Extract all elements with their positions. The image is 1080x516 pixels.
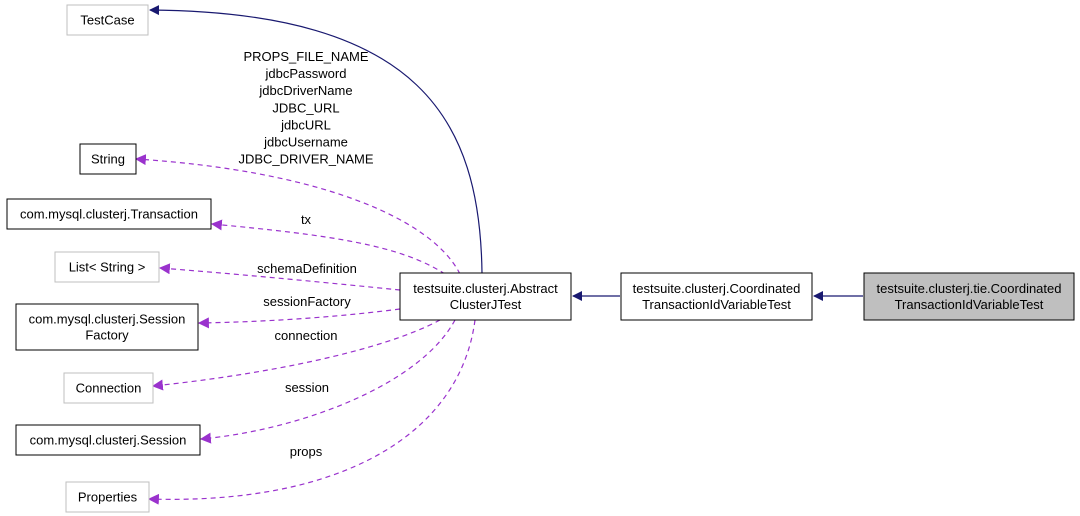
string-field-labels: PROPS_FILE_NAME jdbcPassword jdbcDriverNam… (238, 49, 373, 167)
node-session-factory-label-line: Factory (85, 328, 129, 343)
edge-label-string-field: JDBC_URL (272, 100, 339, 115)
edge-label-string-field: PROPS_FILE_NAME (244, 49, 369, 64)
node-session-label-line: com.mysql.clusterj.Session (30, 433, 187, 448)
node-abstract-clusterj-test-label-line: testsuite.clusterj.Abstract (413, 281, 558, 296)
edge-label-session-factory: sessionFactory (263, 294, 351, 309)
node-session-factory-box (15, 303, 199, 351)
node-session-factory-label-line: com.mysql.clusterj.Session (29, 312, 186, 327)
node-list-string-box (54, 251, 160, 283)
usage-edge-transaction (210, 219, 446, 275)
node-tie-coordinated-test-label-line: TransactionIdVariableTest (895, 297, 1044, 312)
node-tie-coordinated-test[interactable]: testsuite.clusterj.tie.CoordinatedTransa… (863, 272, 1075, 321)
edge-label-string-field: jdbcPassword (265, 66, 347, 81)
node-tie-coordinated-test-label-line: testsuite.clusterj.tie.Coordinated (877, 281, 1062, 296)
usage-edge-string (134, 154, 461, 275)
edge-label-string-field: jdbcURL (280, 117, 331, 132)
usage-edge-connection (151, 319, 441, 391)
usage-edge-session-factory (197, 308, 401, 329)
edge-label-schema-definition: schemaDefinition (257, 261, 357, 276)
node-abstract-clusterj-test-box (399, 272, 572, 321)
edge-label-string-field: jdbcDriverName (258, 83, 352, 98)
edge-label-string-field: JDBC_DRIVER_NAME (238, 152, 373, 167)
node-transaction-box (6, 198, 212, 230)
node-properties[interactable]: Properties (65, 481, 150, 513)
edge-labels: PROPS_FILE_NAME jdbcPassword jdbcDriverNam… (238, 49, 373, 459)
node-abstract-clusterj-test-label-line: ClusterJTest (450, 297, 522, 312)
node-coordinated-test-box (620, 272, 813, 321)
node-coordinated-test-label-line: TransactionIdVariableTest (642, 297, 791, 312)
node-coordinated-test-label-line: testsuite.clusterj.Coordinated (633, 281, 801, 296)
node-tie-coordinated-test-box (863, 272, 1075, 321)
node-testcase[interactable]: TestCase (66, 4, 149, 36)
usage-edge-session (199, 319, 456, 444)
node-list-string[interactable]: List< String > (54, 251, 160, 283)
edge-label-session: session (285, 380, 329, 395)
edge-label-string-field: jdbcUsername (263, 135, 348, 150)
node-connection[interactable]: Connection (63, 372, 154, 404)
edge-label-props: props (290, 444, 323, 459)
node-string[interactable]: String (79, 143, 137, 175)
usage-edge-properties (147, 319, 476, 505)
nodes: TestCase String com.mysql.clusterj.Trans… (6, 4, 1075, 513)
inheritance-edge-abstract-testcase (149, 5, 483, 274)
node-session[interactable]: com.mysql.clusterj.Session (15, 424, 201, 456)
node-string-box (79, 143, 137, 175)
node-list-string-label-line: List< String > (69, 260, 146, 275)
edge-label-tx: tx (301, 212, 312, 227)
node-transaction-label-line: com.mysql.clusterj.Transaction (20, 207, 198, 222)
node-testcase-box (66, 4, 149, 36)
edge-label-connection: connection (275, 328, 338, 343)
node-coordinated-test[interactable]: testsuite.clusterj.CoordinatedTransactio… (620, 272, 813, 321)
node-string-label-line: String (91, 152, 125, 167)
node-properties-label-line: Properties (78, 490, 138, 505)
node-connection-box (63, 372, 154, 404)
edges (134, 5, 863, 505)
node-testcase-label-line: TestCase (80, 13, 134, 28)
node-session-box (15, 424, 201, 456)
usage-edge-list-string (158, 263, 401, 291)
node-properties-box (65, 481, 150, 513)
node-transaction[interactable]: com.mysql.clusterj.Transaction (6, 198, 212, 230)
node-connection-label-line: Connection (76, 381, 142, 396)
